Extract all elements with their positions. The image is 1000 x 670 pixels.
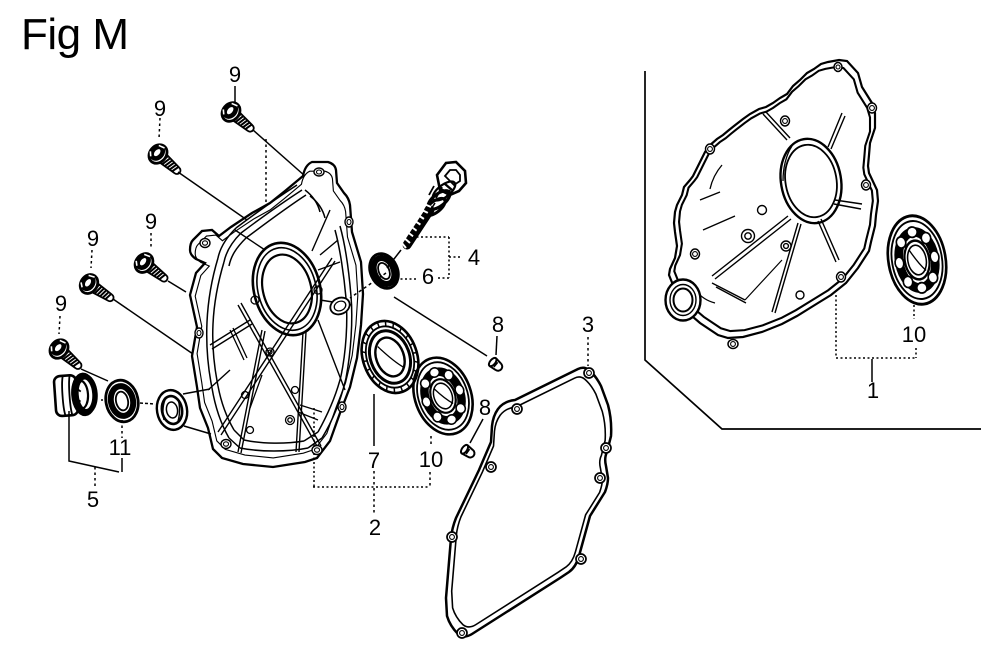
- svg-text:10: 10: [419, 447, 443, 472]
- svg-text:3: 3: [582, 312, 594, 337]
- svg-text:9: 9: [55, 291, 67, 316]
- svg-text:Fig M: Fig M: [21, 10, 129, 59]
- svg-text:2: 2: [369, 515, 381, 540]
- svg-text:8: 8: [479, 395, 491, 420]
- svg-text:4: 4: [468, 245, 480, 270]
- svg-text:5: 5: [87, 487, 99, 512]
- svg-text:6: 6: [422, 264, 434, 289]
- svg-text:9: 9: [87, 226, 99, 251]
- svg-text:11: 11: [109, 435, 132, 460]
- svg-text:10: 10: [902, 322, 926, 347]
- svg-text:9: 9: [229, 62, 241, 87]
- svg-text:9: 9: [154, 96, 166, 121]
- svg-text:9: 9: [145, 209, 157, 234]
- svg-text:8: 8: [492, 312, 504, 337]
- svg-text:7: 7: [368, 448, 380, 473]
- svg-text:1: 1: [867, 378, 879, 403]
